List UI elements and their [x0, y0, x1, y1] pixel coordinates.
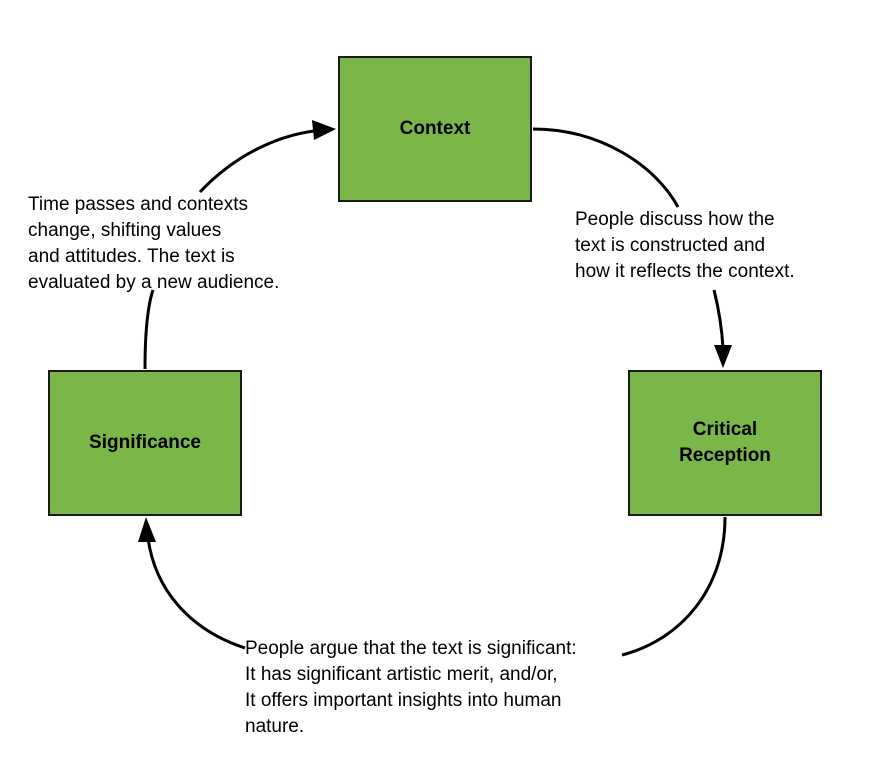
arrow-significance-to-context [143, 289, 155, 370]
context-node-label: Context [399, 118, 471, 139]
edge-label-critical-to-significance: People argue that the text is significan… [245, 638, 577, 737]
arrow-context-to-critical-lower [712, 289, 725, 349]
arrow-critical-to-significance-left [146, 537, 246, 650]
arrow-critical-to-significance-right [621, 516, 727, 657]
context-node: Context [338, 56, 532, 202]
arrow-context-to-critical-upper [532, 127, 680, 208]
arrow-significance-to-context-upper [198, 128, 325, 194]
edge-label-context-to-critical: People discuss how the text is construct… [575, 209, 795, 282]
significance-node: Significance [48, 370, 242, 516]
edge-label-significance-to-context: Time passes and contexts change, shiftin… [28, 194, 280, 293]
significance-node-label: Significance [89, 432, 201, 453]
arrowhead-critical [714, 345, 732, 368]
critical-reception-node-label: Critical Reception [679, 419, 771, 466]
arrowhead-context [312, 120, 336, 140]
critical-reception-node: Critical Reception [628, 370, 822, 516]
arrowhead-significance [138, 517, 156, 542]
